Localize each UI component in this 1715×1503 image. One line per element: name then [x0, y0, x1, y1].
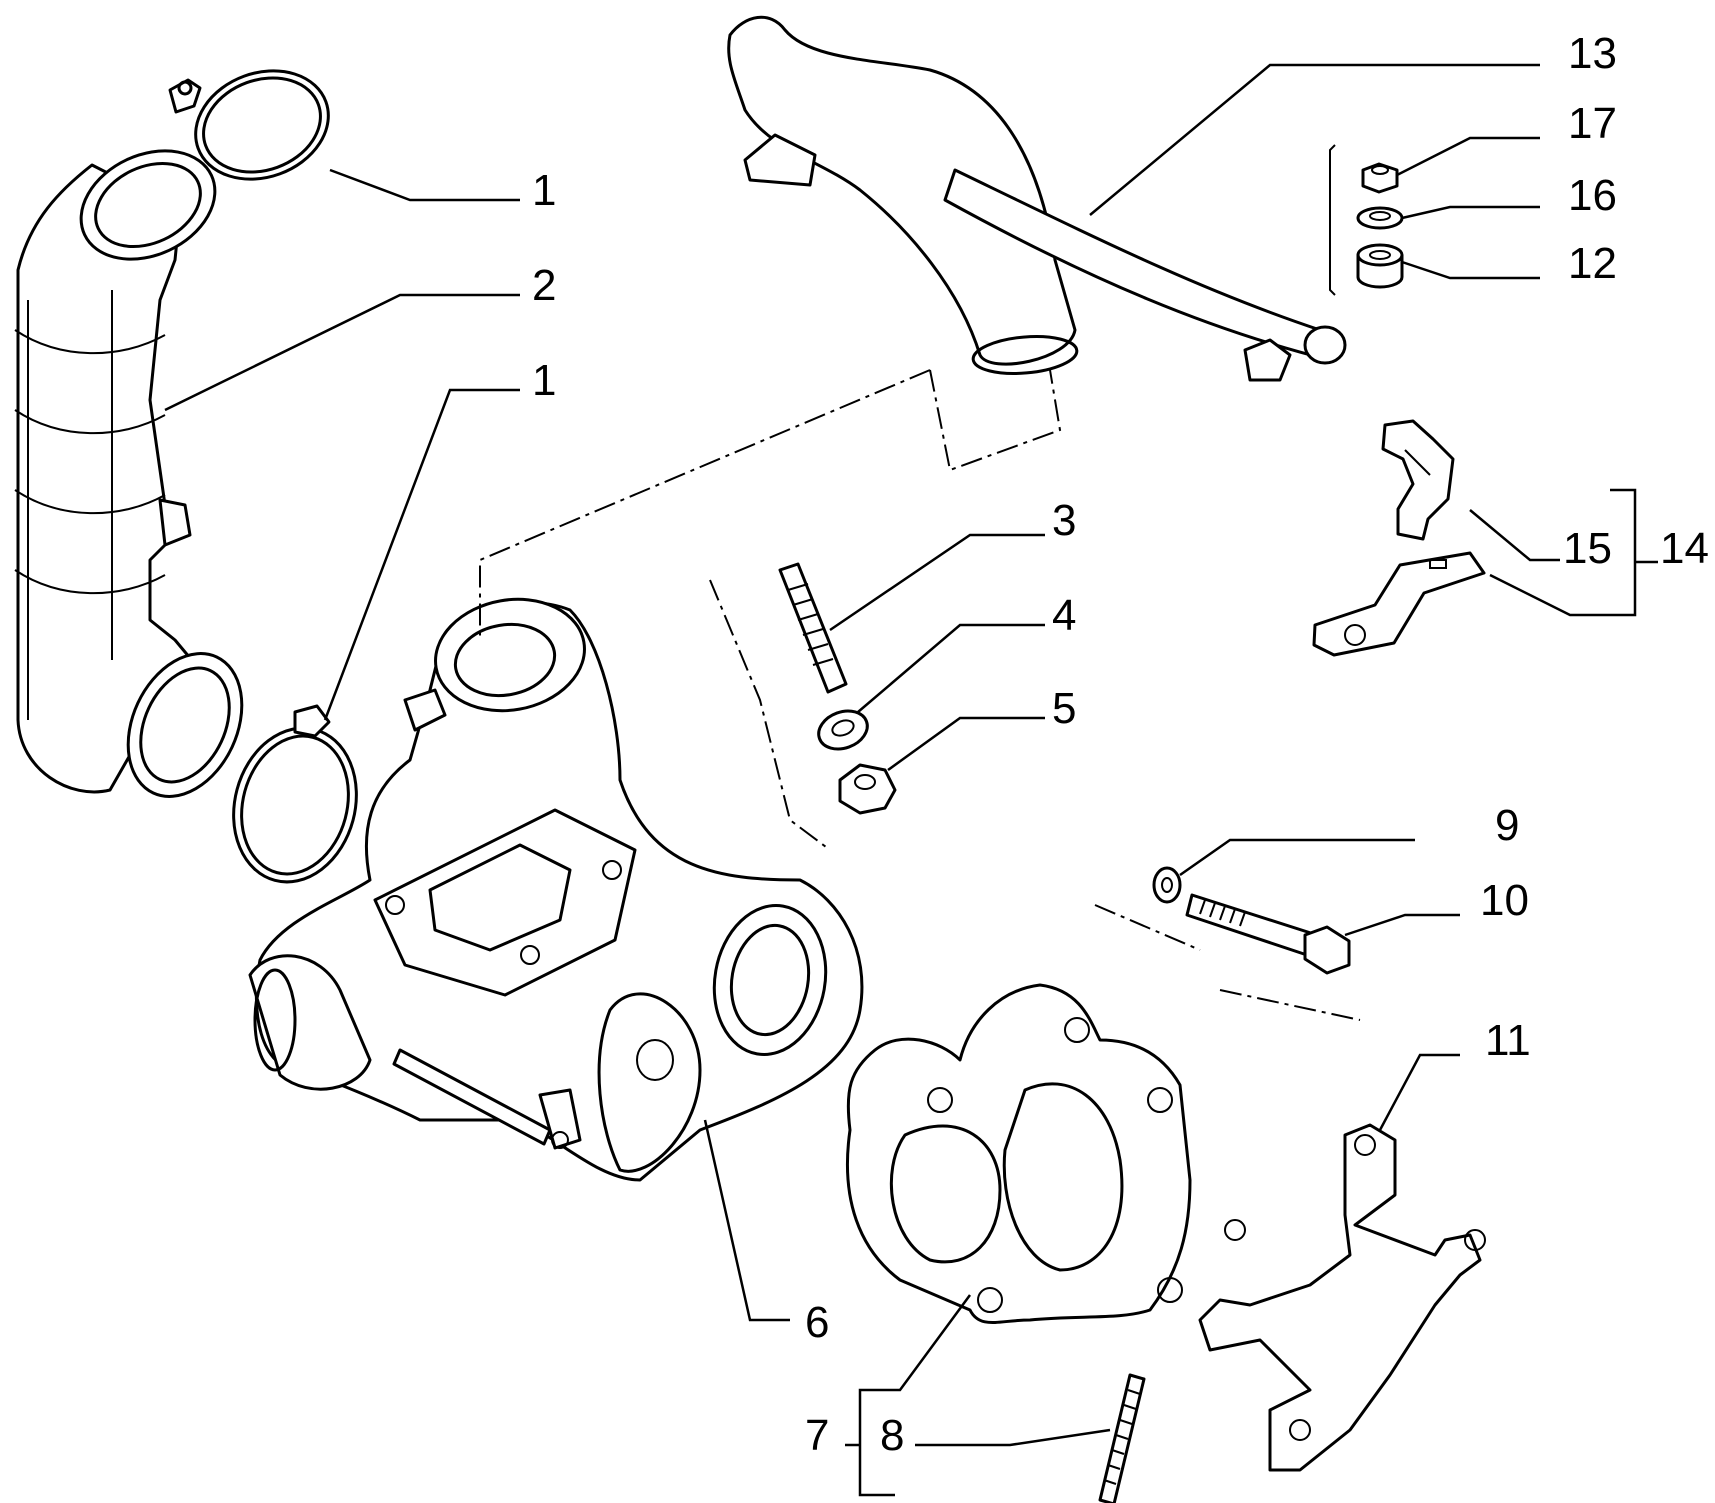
washer-4: [817, 709, 869, 751]
bolt-10: [1185, 893, 1351, 975]
callout-14: 14: [1660, 524, 1709, 573]
callout-17: 17: [1568, 99, 1617, 148]
clip-15: [1381, 419, 1455, 541]
callout-3: 3: [1052, 496, 1076, 545]
callout-7: 7: [805, 1411, 829, 1460]
callout-9: 9: [1495, 801, 1519, 850]
oil-pipe: [727, 15, 1347, 382]
stud-3: [778, 562, 848, 694]
callout-1-upper: 1: [532, 166, 556, 215]
nut-17: [1361, 162, 1399, 194]
callout-10: 10: [1480, 876, 1529, 925]
bracket-14: [1312, 551, 1486, 657]
callout-8: 8: [880, 1411, 904, 1460]
callout-1-lower: 1: [532, 356, 556, 405]
leader-lines: [164, 63, 1658, 1497]
washer-16: [1356, 206, 1404, 230]
turbocharger-6: [248, 597, 864, 1182]
washer-9: [1152, 866, 1182, 904]
callout-4: 4: [1052, 591, 1076, 640]
callout-11: 11: [1485, 1016, 1531, 1065]
intake-hose: [14, 149, 244, 798]
callout-15: 15: [1563, 524, 1612, 573]
stud-8: [1098, 1373, 1146, 1503]
callout-12: 12: [1568, 239, 1617, 288]
nut-5: [838, 763, 897, 815]
callout-5: 5: [1052, 684, 1076, 733]
hose-clamp-lower: [232, 704, 358, 884]
bracket-11: [1198, 1123, 1486, 1472]
assembly-lines: [479, 369, 1361, 1021]
bracket-line: [1329, 144, 1336, 296]
callout-16: 16: [1568, 171, 1617, 220]
callout-6: 6: [805, 1298, 829, 1347]
callout-labels: 1 2 1 3 4 5 6 7 8 9 10 11 12 13 14 15 16…: [532, 29, 1709, 1460]
callout-2: 2: [532, 261, 556, 310]
turbine-housing-7: [846, 983, 1192, 1324]
hose-clamp-upper: [168, 69, 330, 181]
spacer-12: [1356, 243, 1404, 289]
callout-13: 13: [1568, 29, 1617, 78]
